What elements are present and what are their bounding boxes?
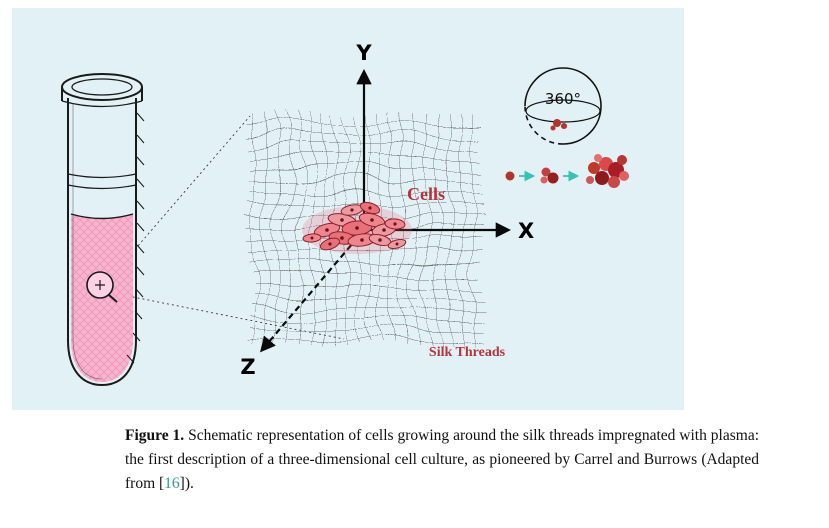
caption-figure-label: Figure 1. — [125, 427, 185, 444]
rotation-label: 360° — [545, 90, 581, 108]
caption-text-tail: ]). — [179, 475, 194, 493]
tube-hatching — [126, 112, 145, 364]
growth-stage-1 — [505, 171, 515, 181]
cells-label: Cells — [407, 184, 445, 204]
growth-stage-2 — [540, 167, 559, 184]
axis-z-label: Z — [240, 355, 255, 379]
growth-stage-3 — [586, 154, 629, 188]
caption-text: Schematic representation of cells growin… — [125, 427, 760, 493]
sphere-cell-cluster — [550, 119, 567, 131]
cell-nuclei — [310, 206, 399, 246]
axis-x-label: X — [518, 219, 534, 243]
cell-growth-sequence — [505, 154, 629, 188]
rotation-360-icon — [524, 67, 602, 145]
figure-illustration: Y X Z — [61, 41, 629, 387]
axis-z — [260, 229, 365, 353]
axis-y-label: Y — [355, 41, 372, 65]
silk-threads-label: Silk Threads — [429, 345, 506, 360]
magnifier-icon — [86, 271, 118, 303]
cells-cluster — [302, 201, 412, 254]
caption-reference-link[interactable]: 16 — [164, 475, 180, 493]
figure-caption: Figure 1. Schematic representation of ce… — [125, 424, 759, 496]
test-tube — [61, 73, 145, 387]
figure-panel: Y X Z — [12, 8, 684, 410]
